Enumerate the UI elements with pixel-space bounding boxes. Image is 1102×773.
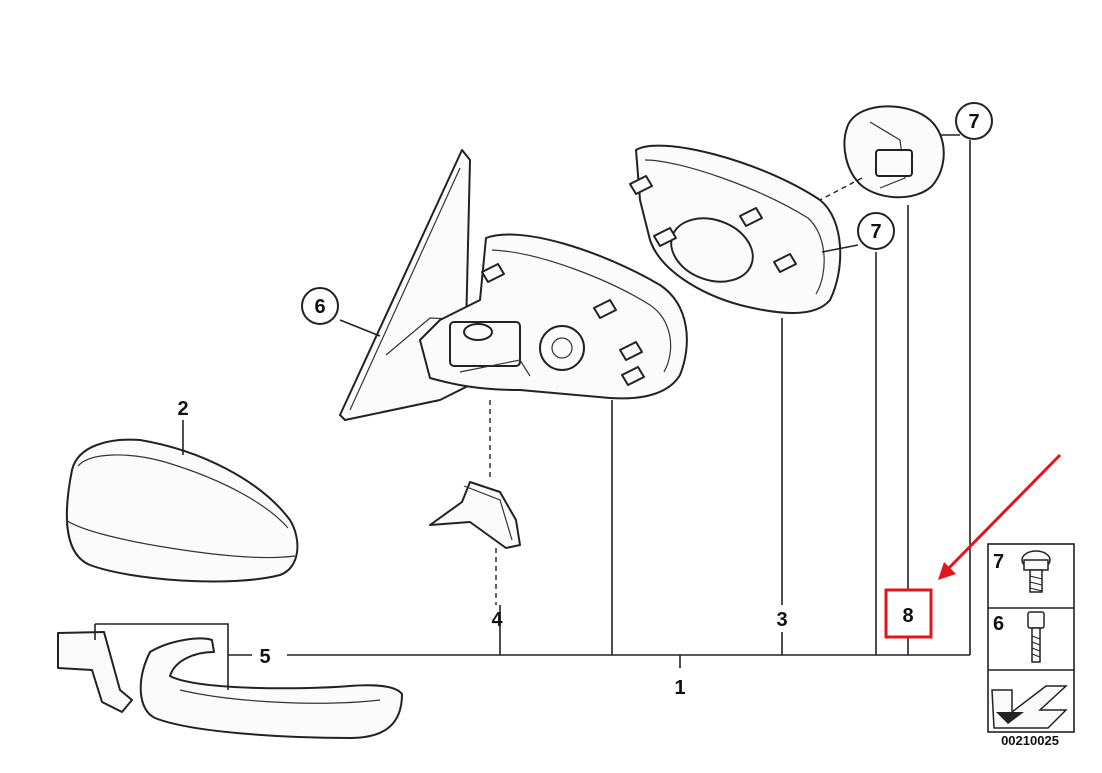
screw-icon bbox=[1021, 550, 1051, 593]
direction-arrow-icon bbox=[991, 685, 1068, 729]
label-part-5: 5 bbox=[259, 646, 270, 668]
highlighted-part-8: 8 bbox=[884, 588, 933, 639]
leader-lines bbox=[94, 134, 971, 690]
callout-6: 6 bbox=[301, 287, 339, 325]
adjust-drive-part bbox=[843, 105, 945, 199]
legend-num-7: 7 bbox=[993, 551, 1004, 573]
small-cover-part bbox=[429, 481, 521, 549]
svg-text:8: 8 bbox=[902, 605, 913, 627]
label-part-1: 1 bbox=[674, 677, 685, 699]
fastener-legend: 7 6 bbox=[987, 543, 1075, 733]
mirror-cap-part bbox=[65, 438, 299, 583]
svg-text:6: 6 bbox=[314, 296, 325, 318]
label-part-4: 4 bbox=[491, 609, 503, 631]
callout-7-lower: 7 bbox=[857, 212, 895, 250]
red-arrow-icon bbox=[938, 453, 1062, 580]
label-part-2: 2 bbox=[177, 398, 188, 420]
svg-text:7: 7 bbox=[870, 221, 881, 243]
label-part-3: 3 bbox=[776, 609, 787, 631]
highlight-box bbox=[884, 588, 933, 639]
mirror-glass-part bbox=[629, 144, 842, 314]
trim-strip-part bbox=[57, 631, 403, 739]
bolt-icon bbox=[1027, 611, 1045, 663]
legend-num-6: 6 bbox=[993, 613, 1004, 635]
svg-text:7: 7 bbox=[968, 111, 979, 133]
callout-7-upper: 7 bbox=[955, 102, 993, 140]
mirror-housing-part bbox=[419, 233, 688, 400]
drawing-code: 00210025 bbox=[1001, 733, 1059, 748]
